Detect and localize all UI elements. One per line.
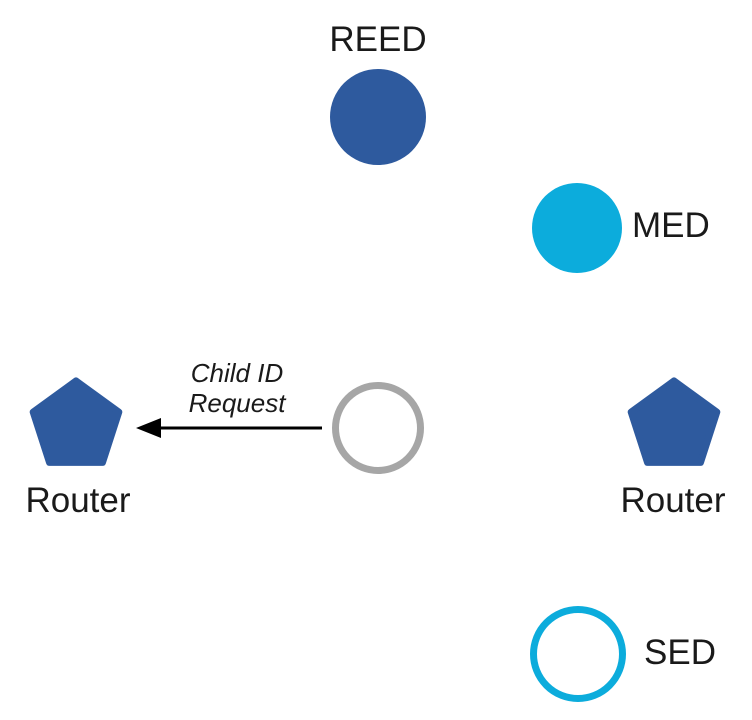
- reed-node-circle: [330, 69, 426, 165]
- router-right-pentagon-shape: [627, 377, 721, 466]
- med-label: MED: [632, 206, 710, 245]
- router-left-label: Router: [25, 481, 131, 520]
- router-left-pentagon-shape: [29, 377, 123, 466]
- router-left-pentagon-icon: [29, 377, 123, 466]
- arrowhead-left-icon: [136, 418, 161, 438]
- reed-label: REED: [329, 20, 427, 59]
- child-id-request-label: Child ID Request: [157, 358, 317, 418]
- sed-node-circle: [530, 606, 626, 702]
- child-id-request-label-line2: Request: [188, 388, 286, 418]
- med-node-circle: [532, 183, 622, 273]
- child-id-request-arrow: [136, 418, 322, 438]
- router-right-pentagon-icon: [627, 377, 721, 466]
- sed-label: SED: [644, 633, 716, 672]
- child-id-request-label-line1: Child ID: [190, 358, 284, 388]
- router-right-label: Router: [620, 481, 726, 520]
- joining-device-node-circle: [332, 382, 424, 474]
